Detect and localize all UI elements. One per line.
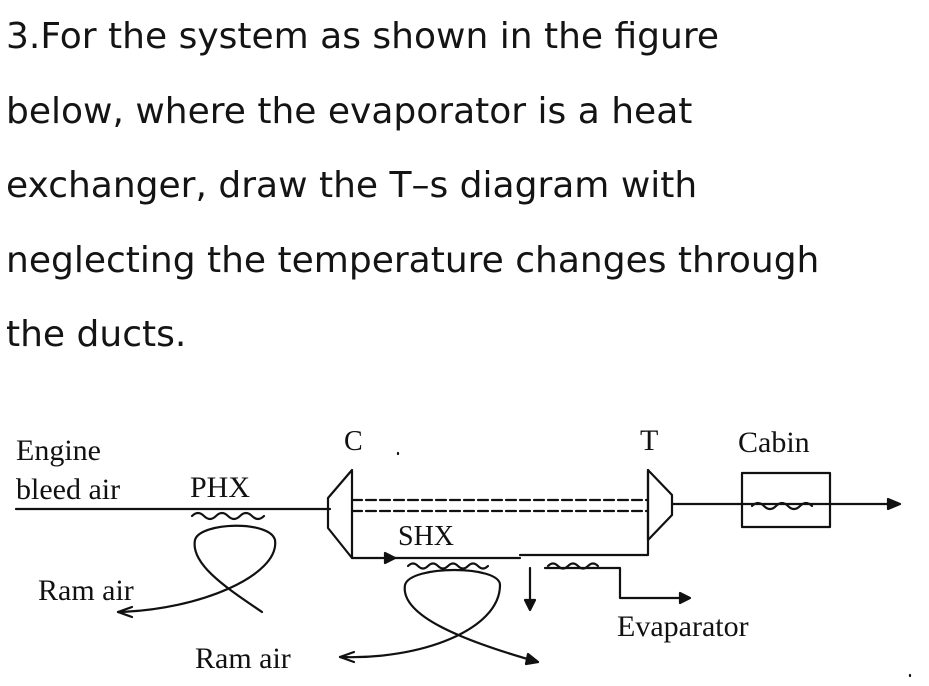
label-bleed-air: bleed air: [16, 473, 120, 506]
question-line-2: below, where the evaporator is a heat: [6, 90, 693, 132]
cabin-box: [740, 471, 832, 529]
question-line-5: the ducts.: [6, 314, 187, 355]
evap-coolant-turn: [543, 566, 682, 600]
shx-ram-air-out-arrow: [524, 652, 540, 666]
cabin-out-arrow: [886, 497, 902, 511]
label-ram-air-1: Ram air: [38, 574, 134, 607]
phx-ram-air-in-arrow: [116, 605, 134, 619]
phx-wavy-coil: [190, 511, 266, 521]
question-line-1: 3.For the system as shown in the figure: [6, 16, 720, 57]
compressor-shape: [326, 468, 354, 560]
question-text: 3.For the system as shown in the figure …: [6, 0, 926, 373]
phx-ram-air-loop: [116, 524, 277, 614]
label-cabin: Cabin: [738, 426, 810, 459]
cabin-wavy: [750, 501, 814, 511]
label-ram-air-2: Ram air: [195, 642, 291, 675]
shx-ram-air-in-arrow: [338, 650, 356, 664]
evap-coolant-out-arrow: [678, 591, 692, 605]
to-turbine-line: [638, 468, 650, 557]
label-shx: SHX: [398, 521, 454, 552]
label-engine: Engine: [16, 434, 101, 467]
evap-coolant-down-arrow: [523, 598, 537, 612]
shx-arrow: [383, 551, 397, 565]
label-compressor: C: [344, 426, 363, 457]
shx-ram-air-loop: [338, 568, 540, 664]
turbine-shape: [646, 468, 674, 542]
label-evaporator: Evaparator: [617, 610, 749, 643]
question-line-4: neglecting the temperature changes throu…: [6, 239, 820, 281]
label-turbine: T: [640, 424, 658, 457]
label-phx: PHX: [190, 471, 250, 504]
air-cycle-system-figure: Engine bleed air PHX C T Cabin SHX Ram a…: [14, 424, 912, 678]
evap-wavy-coil: [546, 562, 600, 570]
question-line-3: exchanger, draw the T–s diagram with: [6, 165, 698, 206]
shx-wavy-coil: [406, 562, 490, 570]
